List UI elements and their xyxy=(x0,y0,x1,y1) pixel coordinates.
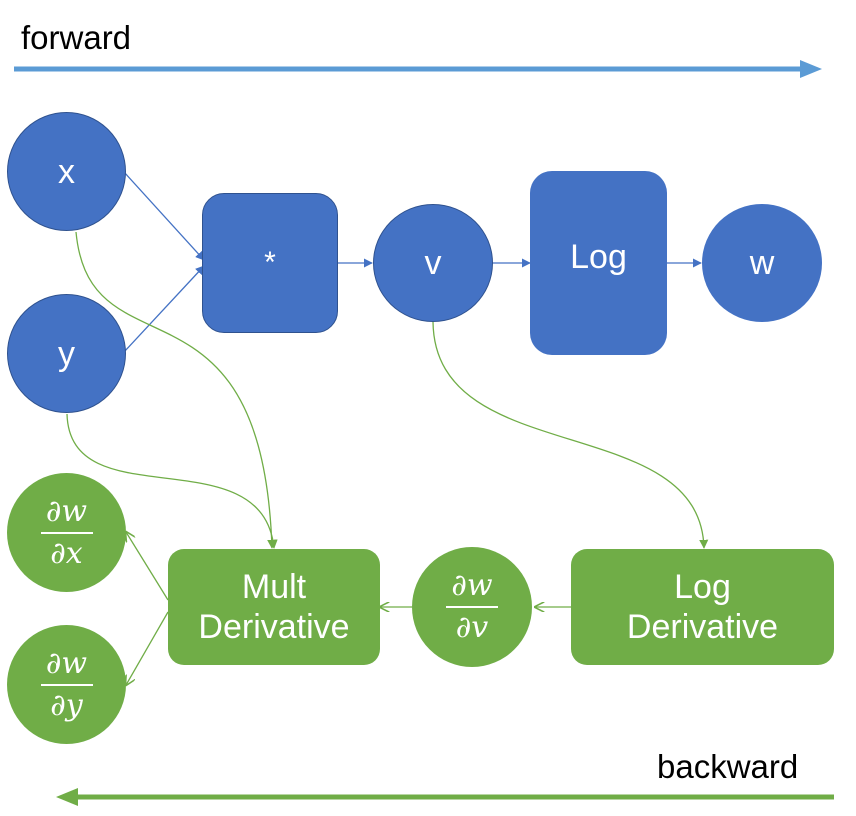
dw-dy-denominator: ∂y xyxy=(50,687,83,723)
node-log: Log xyxy=(530,171,667,355)
node-dw-dy: ∂w ∂y xyxy=(7,625,126,744)
edge-v-to-log-derivative xyxy=(432,321,709,549)
edge-x-to-mult xyxy=(123,171,205,261)
log-derivative-line1: Log xyxy=(674,568,731,606)
fraction-bar xyxy=(446,606,498,608)
log-derivative-text: Log Derivative xyxy=(627,567,778,647)
mult-derivative-text: Mult Derivative xyxy=(198,567,349,647)
fraction-dw-dx: ∂w ∂x xyxy=(40,493,93,571)
log-derivative-line2: Derivative xyxy=(626,608,779,646)
edge-y-to-mult-derivative xyxy=(66,413,278,549)
edge-mult-derivative-to-dw-dx xyxy=(126,532,169,601)
fraction-dw-dy: ∂w ∂y xyxy=(40,645,93,723)
node-v: v xyxy=(373,204,493,322)
edge-y-to-mult xyxy=(123,265,205,353)
node-mult-derivative: Mult Derivative xyxy=(168,549,380,665)
edge-mult-derivative-to-dw-dy xyxy=(126,611,169,685)
forward-arrowhead xyxy=(800,60,822,78)
node-multiply: * xyxy=(202,193,338,333)
node-x: x xyxy=(7,112,126,231)
dw-dv-denominator: ∂v xyxy=(455,610,489,645)
backward-arrowhead xyxy=(56,788,78,806)
mult-derivative-line2: Derivative xyxy=(198,608,350,646)
forward-label: forward xyxy=(21,19,132,56)
dw-dy-numerator: ∂w xyxy=(45,645,88,681)
fraction-bar xyxy=(40,531,93,534)
dw-dx-denominator: ∂x xyxy=(50,535,83,571)
fraction-dw-dv: ∂w ∂v xyxy=(446,569,498,645)
dw-dx-numerator: ∂w xyxy=(45,493,88,529)
backward-label: backward xyxy=(657,748,799,785)
node-w: w xyxy=(702,204,822,322)
node-dw-dv: ∂w ∂v xyxy=(412,547,532,667)
dw-dv-numerator: ∂w xyxy=(451,568,493,603)
mult-derivative-line1: Mult xyxy=(241,568,307,606)
node-log-derivative: Log Derivative xyxy=(571,549,834,665)
node-y: y xyxy=(7,294,126,413)
fraction-bar xyxy=(40,683,93,686)
edge-x-to-mult-derivative xyxy=(75,231,277,549)
node-dw-dx: ∂w ∂x xyxy=(7,473,126,592)
